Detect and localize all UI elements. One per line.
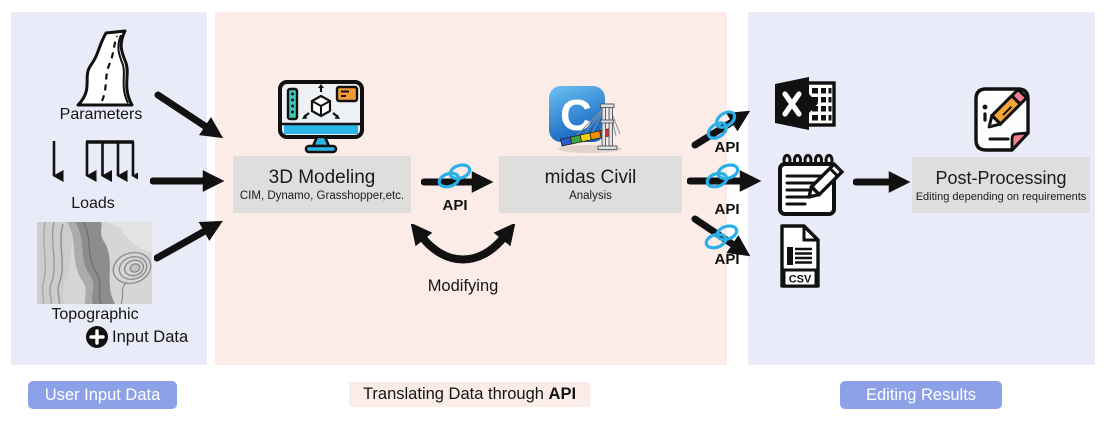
- modeling-title: 3D Modeling: [268, 167, 376, 188]
- api-chain-icon: [435, 161, 475, 191]
- post-title: Post-Processing: [935, 167, 1067, 188]
- api-label: API: [714, 201, 740, 218]
- notepad-icon: [774, 152, 846, 218]
- modifying-arrow: [410, 224, 516, 272]
- translating-data-label: Translating Data through API: [349, 382, 590, 407]
- post-subtitle: Editing depending on requirements: [915, 190, 1087, 203]
- parameters-label: Parameters: [59, 106, 143, 123]
- midas-subtitle: Analysis: [569, 190, 612, 202]
- arrow-parameters-to-modeling: [153, 91, 233, 147]
- midas-civil-logo: C: [546, 84, 630, 154]
- arrow-midas-to-csv: [690, 212, 764, 268]
- post-processing-box: Post-Processing Editing depending on req…: [912, 157, 1090, 213]
- post-processing-icon: [970, 86, 1034, 154]
- arrow-midas-to-notepad: [687, 169, 771, 193]
- loads-label: Loads: [71, 195, 115, 212]
- midas-title: midas Civil: [544, 167, 637, 188]
- user-input-data-badge: User Input Data: [28, 381, 177, 409]
- arrow-loads-to-modeling: [150, 169, 234, 193]
- topographic-label: Topographic: [51, 306, 139, 323]
- input-data-label: Input Data: [112, 328, 189, 346]
- modeling-subtitle: CIM, Dynamo, Grasshopper,etc.: [239, 190, 405, 202]
- api-chain-icon: [702, 110, 742, 140]
- arrow-notepad-to-post: [853, 170, 919, 194]
- modifying-label: Modifying: [427, 277, 499, 295]
- arrow-topographic-to-modeling: [154, 212, 232, 264]
- svg-text:C: C: [560, 91, 592, 140]
- modeling-box: 3D Modeling CIM, Dynamo, Grasshopper,etc…: [233, 156, 411, 213]
- translating-data-api: API: [548, 385, 577, 403]
- editing-results-badge: Editing Results: [840, 381, 1002, 409]
- api-label: API: [714, 139, 740, 156]
- topographic-map-image: [37, 222, 152, 304]
- api-label: API: [714, 251, 740, 268]
- arrow-modeling-to-midas: [421, 170, 503, 194]
- csv-label: CSV: [789, 274, 812, 286]
- excel-icon: [772, 74, 838, 136]
- midas-box: midas Civil Analysis: [499, 156, 682, 213]
- api-chain-icon: [703, 161, 743, 191]
- csv-file-icon: CSV: [774, 222, 826, 290]
- loads-icon: [42, 138, 138, 190]
- api-label: API: [442, 197, 468, 214]
- road-icon: [64, 27, 138, 107]
- 3d-modeling-monitor-icon: [277, 79, 365, 155]
- api-chain-icon: [702, 222, 742, 252]
- translating-data-text: Translating Data through: [362, 385, 549, 403]
- plus-icon: [85, 325, 109, 349]
